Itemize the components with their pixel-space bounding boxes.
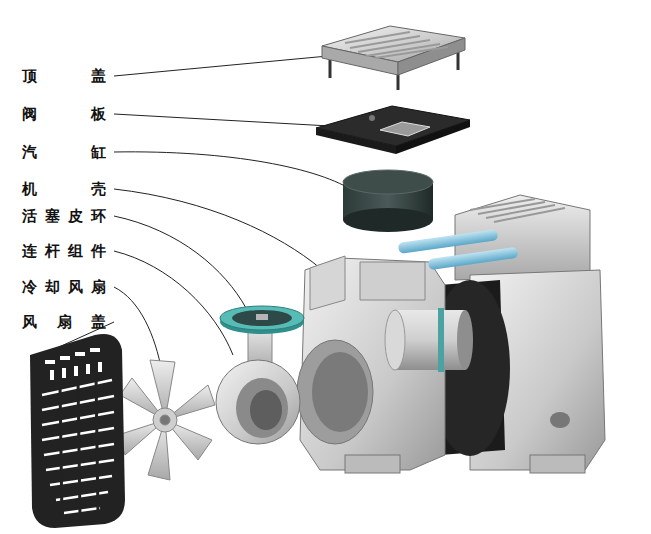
part-label: 风扇盖 — [22, 313, 106, 331]
compressor-housing — [297, 195, 605, 473]
cooling-fan — [118, 360, 215, 480]
part-label: 机壳 — [22, 180, 106, 198]
piston-ring — [220, 306, 304, 334]
top-cover — [322, 26, 465, 90]
part-label: 连杆组件 — [22, 242, 106, 260]
part-label: 冷却风扇 — [22, 278, 106, 296]
valve-plate — [316, 106, 470, 154]
cylinder — [343, 170, 433, 232]
fan-cover — [30, 334, 125, 528]
part-label: 汽缸 — [22, 143, 106, 161]
part-label: 活塞皮环 — [22, 207, 106, 225]
connecting-rod — [216, 322, 300, 444]
part-label: 阀板 — [22, 105, 106, 123]
part-label: 顶盖 — [22, 67, 106, 85]
